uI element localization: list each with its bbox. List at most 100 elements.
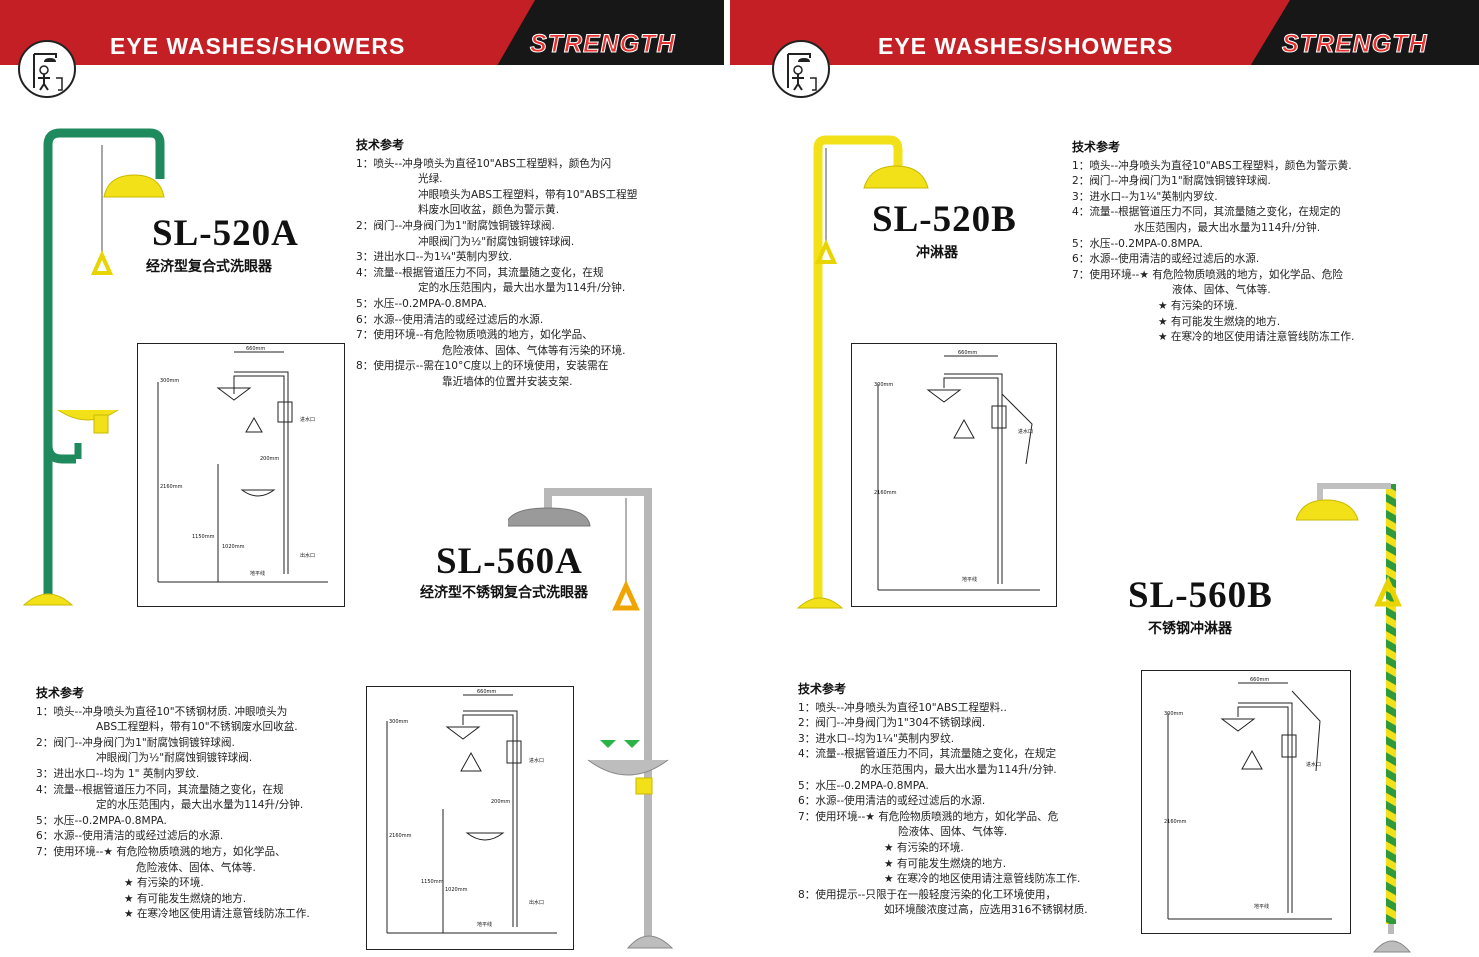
spec-block-sl560b: 技术参考 1：喷头--冲身喷头为直径10"ABS工程塑料.. 2：阀门--冲身阀… [798,682,1088,919]
brand-logo-right: STRENGTH [1282,30,1428,59]
spec-line: 6：水源--使用清洁的或经过滤后的水源. [1072,253,1260,266]
dim-label-height: 2160mm [874,490,897,496]
spec-line: 4：流量--根据管道压力不同，其流量随之变化，在规 [356,266,604,279]
spec-title: 技术参考 [798,682,847,696]
spec-line: 1：喷头--冲身喷头为直径10"ABS工程塑料.. [798,701,1007,714]
dim-label-floor: 地平线 [962,577,978,583]
spec-line: 光绿. [418,173,443,186]
spec-block-sl520b: 技术参考 1：喷头--冲身喷头为直径10"ABS工程塑料，颜色为警示黄. 2：阀… [1072,140,1354,346]
spec-line: 8：使用提示--只限于在一般轻度污染的化工环境使用， [798,888,1057,901]
spec-line: 冲眼阀门为½"耐腐蚀铜镀锌球阀. [418,235,575,248]
technical-drawing-sl520b: 660mm 300mm 2160mm 进水口 地平线 [851,343,1057,607]
spec-line: 5：水压--0.2MPA-0.8MPA. [1072,237,1203,250]
spec-line: 3：进出水口--为1¼"英制内罗纹. [356,251,513,264]
dim-label-head: 300mm [874,382,894,388]
spec-line: 3：进水口--均为1¼"英制内罗纹. [798,732,955,745]
spec-line: 6：水源--使用清洁的或经过滤后的水源. [356,313,544,326]
dim-label-eye-height: 1150mm [192,534,215,540]
dim-label-eye-height: 1150mm [421,879,444,885]
spec-title: 技术参考 [36,686,85,700]
dim-label-inlet: 进水口 [1018,429,1034,435]
spec-line: 危险液体、固体、气体等有污染的环境. [442,344,626,357]
technical-drawing-sl520a: 660mm 300mm 2160mm 200mm 1150mm 1020mm 进… [137,343,345,607]
spec-line: ★ 有污染的环境. [124,877,204,890]
spec-line: 4：流量--根据管道压力不同，其流量随之变化，在规定 [798,748,1057,761]
model-subtitle-sl560b: 不锈钢冲淋器 [1148,621,1232,637]
spec-block-sl520a: 技术参考 1：喷头--冲身喷头为直径10"ABS工程塑料，颜色为闪 光绿. 冲眼… [356,138,637,391]
spec-line: 如环境酸浓度过高，应选用316不锈钢材质. [884,904,1088,917]
dim-label-height: 2160mm [1164,819,1187,825]
header-red-band-left [0,0,535,65]
spec-line: 料废水回收盆，颜色为警示黄. [418,204,560,217]
spec-line: 2：阀门--冲身阀门为1"耐腐蚀铜镀锌球阀. [1072,175,1271,188]
spec-line: 8：使用提示--需在10°C度以上的环境使用，安装需在 [356,360,609,373]
spec-line: 危险液体、固体、气体等. [136,861,256,874]
dim-label-inlet: 进水口 [1306,762,1322,768]
model-title-sl520b: SL-520B [872,199,1017,240]
spec-line: 6：水源--使用清洁的或经过滤后的水源. [36,830,224,843]
model-title-sl560a: SL-560A [436,541,583,582]
spec-line: 1：喷头--冲身喷头为直径10"不锈钢材质. 冲眼喷头为 [36,705,288,718]
dim-label-width: 660mm [958,350,978,356]
spec-line: 冲眼喷头为ABS工程塑料，带有10"ABS工程塑 [418,188,638,201]
spec-title: 技术参考 [1072,140,1121,154]
spec-line: ★ 有可能发生燃烧的地方. [1158,315,1281,328]
dim-label-inlet: 进水口 [529,758,545,764]
spec-line: ★ 在寒冷地区使用请注意管线防冻工作. [124,908,310,921]
dim-label-width: 660mm [246,346,266,352]
dim-label-head: 300mm [389,719,409,725]
header-title-left: EYE WASHES/SHOWERS [110,33,406,59]
spec-line: 靠近墙体的位置并安装支架. [442,375,573,388]
dim-label-height: 2160mm [389,833,412,839]
spec-line: 2：阀门--冲身阀门为1"耐腐蚀铜镀锌球阀. [36,736,235,749]
model-title-sl520a: SL-520A [152,213,299,254]
dim-label-floor: 地平线 [250,571,266,577]
dim-label-eye-height-2: 1020mm [222,544,245,550]
spec-line: 2：阀门--冲身阀门为1"304不锈钢球阀. [798,717,986,730]
spec-line: 液体、固体、气体等. [1172,284,1271,297]
spec-line: 7：使用环境--有危险物质喷溅的地方，如化学品、 [356,329,593,342]
header-title-right: EYE WASHES/SHOWERS [878,33,1174,59]
spec-line: 的水压范围内，最大出水量为114升/分钟. [860,763,1057,776]
model-subtitle-sl520b: 冲淋器 [916,245,958,261]
spec-line: ★ 在寒冷的地区使用请注意管线防冻工作. [1158,331,1355,344]
dim-label-eye-height-2: 1020mm [445,887,468,893]
spec-line: 4：流量--根据管道压力不同，其流量随之变化，在规定的 [1072,206,1341,219]
dim-label-width: 660mm [1250,677,1270,683]
eyewash-logo-icon [18,40,76,98]
spec-line: 定的水压范围内，最大出水量为114升/分钟. [96,799,304,812]
spec-line: 3：进出水口--均为 1" 英制内罗纹. [36,767,200,780]
spec-line: 4：流量--根据管道压力不同，其流量随之变化，在规 [36,783,284,796]
spec-title: 技术参考 [356,138,405,152]
dim-label-inlet: 进水口 [300,417,316,423]
dim-label-floor: 地平线 [1254,904,1270,910]
spec-line: 定的水压范围内，最大出水量为114升/分钟. [418,282,626,295]
model-subtitle-sl560a: 经济型不锈钢复合式洗眼器 [420,585,588,601]
spec-line: 1：喷头--冲身喷头为直径10"ABS工程塑料，颜色为闪 [356,157,612,170]
spec-line: 7：使用环境--★ 有危险物质喷溅的地方，如化学品、 [36,845,286,858]
technical-drawing-sl560a: 660mm 300mm 2160mm 200mm 1150mm 1020mm 进… [366,686,574,950]
dim-label-height: 2160mm [160,484,183,490]
eyewash-logo-icon [772,40,830,98]
page-gutter [724,0,730,957]
sl560b-product-image [1296,483,1412,953]
spec-line: 3：进水口--为1¼"英制内罗纹. [1072,190,1218,203]
spec-line: ★ 有污染的环境. [1158,299,1238,312]
spec-line: 冲眼阀门为½"耐腐蚀铜镀锌球阀. [96,752,253,765]
dim-label-bowl: 200mm [260,456,280,462]
sl520b-product-image [796,135,929,609]
spec-line: 5：水压--0.2MPA-0.8MPA. [356,297,487,310]
spec-line: 7：使用环境--★ 有危险物质喷溅的地方，如化学品、危险 [1072,268,1343,281]
model-title-sl560b: SL-560B [1128,575,1273,616]
spec-line: ★ 有可能发生燃烧的地方. [884,857,1007,870]
spec-line: 7：使用环境--★ 有危险物质喷溅的地方，如化学品、危 [798,810,1059,823]
spec-line: 水压范围内，最大出水量为114升/分钟. [1134,221,1321,234]
spec-line: ★ 在寒冷的地区使用请注意管线防冻工作. [884,873,1081,886]
dim-label-width: 660mm [477,689,497,695]
dim-label-head: 300mm [160,378,180,384]
dim-label-outlet: 出水口 [300,553,316,559]
spec-line: 险液体、固体、气体等. [898,826,1008,839]
brand-logo-left: STRENGTH [530,30,676,59]
spec-line: 5：水压--0.2MPA-0.8MPA. [798,779,929,792]
spec-line: 2：阀门--冲身阀门为1"耐腐蚀铜镀锌球阀. [356,219,555,232]
